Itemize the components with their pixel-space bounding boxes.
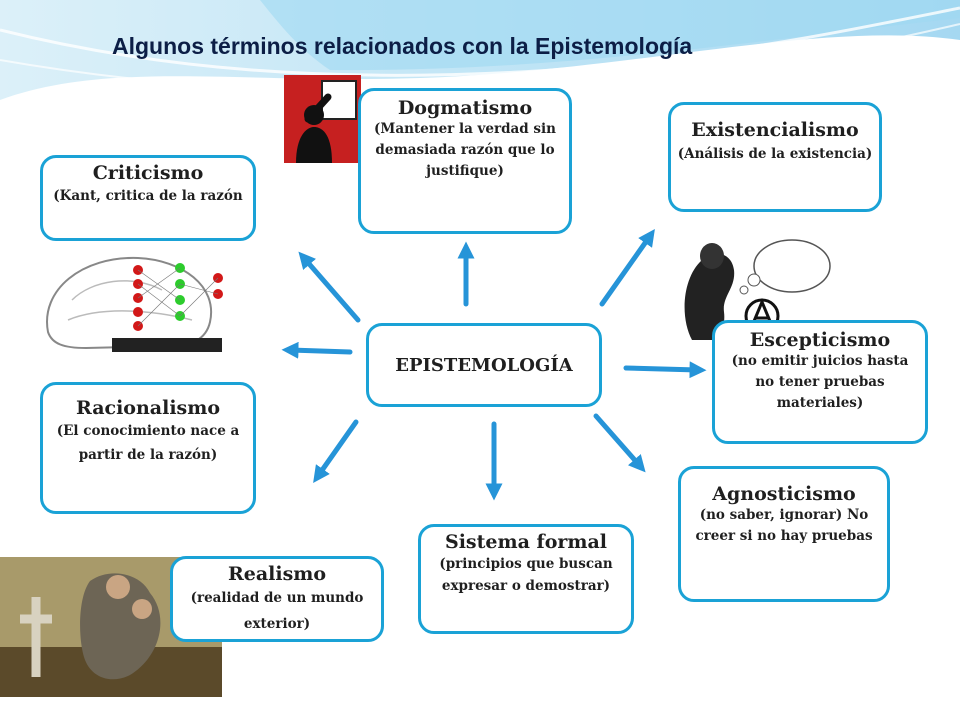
node-criticismo: Criticismo (Kant, critica de la razón <box>40 155 256 241</box>
arrow-to-racionalismo <box>313 419 359 483</box>
node-title: Realismo <box>227 563 327 585</box>
node-agnosticismo: Agnosticismo (no saber, ignorar) No cree… <box>678 466 890 602</box>
page-title: Algunos términos relacionados con la Epi… <box>112 33 693 59</box>
arrow-to-criticismo <box>298 251 361 323</box>
center-label: EPISTEMOLOGÍA <box>395 355 573 376</box>
node-description: (Kant, critica de la razón <box>53 188 243 204</box>
node-dogmatismo: Dogmatismo (Mantener la verdad sin demas… <box>358 88 572 234</box>
node-racionalismo: Racionalismo (El conocimiento nace a par… <box>40 382 256 514</box>
arrow-to-left <box>281 341 353 359</box>
node-description: (no emitir juicios hasta no tener prueba… <box>731 353 909 411</box>
arrow-to-existencialismo <box>599 229 655 307</box>
node-title: Escepticismo <box>749 329 891 351</box>
dogmatism-salute-illustration <box>284 75 361 163</box>
node-description: (Mantener la verdad sin demasiada razón … <box>374 121 556 179</box>
brain-network-illustration <box>46 256 223 352</box>
node-description: (principios que buscan expresar o demost… <box>439 556 613 594</box>
node-existencialismo: Existencialismo (Análisis de la existenc… <box>668 102 882 212</box>
node-escepticismo: Escepticismo (no emitir juicios hasta no… <box>712 320 928 444</box>
center-node-epistemologia: EPISTEMOLOGÍA <box>366 323 602 407</box>
node-title: Sistema formal <box>444 531 608 553</box>
node-title: Racionalismo <box>75 397 221 419</box>
arrow-to-escepticismo <box>623 361 707 379</box>
node-title: Criticismo <box>92 162 204 184</box>
node-sistema-formal: Sistema formal (principios que buscan ex… <box>418 524 634 634</box>
node-description: (no saber, ignorar) No creer si no hay p… <box>695 507 873 544</box>
node-title: Agnosticismo <box>712 483 856 505</box>
node-realismo: Realismo (realidad de un mundo exterior) <box>170 556 384 642</box>
node-description: (Análisis de la existencia) <box>677 146 873 162</box>
node-description: (El conocimiento nace a partir de la raz… <box>56 423 240 463</box>
arrow-to-agnosticismo <box>593 413 646 473</box>
node-title: Existencialismo <box>691 119 859 141</box>
thinker-statue-illustration <box>684 239 831 340</box>
node-description: (realidad de un mundo exterior) <box>190 590 364 632</box>
node-title: Dogmatismo <box>397 97 533 119</box>
